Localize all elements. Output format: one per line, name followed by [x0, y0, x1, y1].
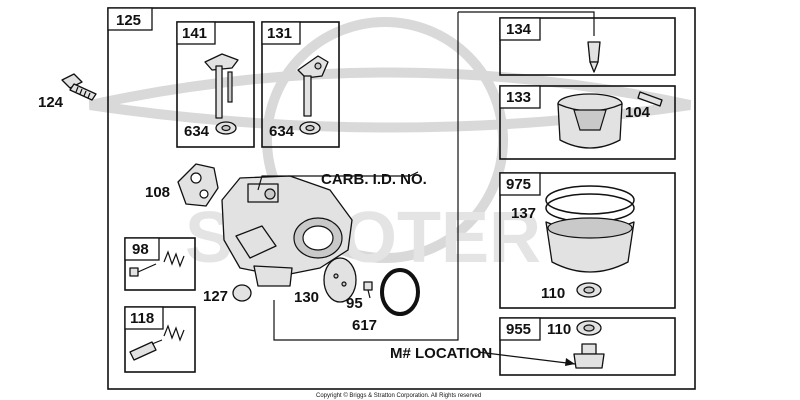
label-104: 104: [625, 104, 651, 121]
label-134: 134: [506, 21, 532, 38]
tag-131: [261, 21, 301, 45]
needle-leader-line: [458, 11, 595, 36]
label-617: 617: [352, 317, 377, 334]
throttle-shaft-141-part: [204, 53, 239, 119]
label-634-a: 634: [184, 123, 210, 140]
kit-box-133: [499, 85, 676, 160]
label-108: 108: [145, 184, 170, 201]
bowl-nut-955-part: [573, 343, 605, 369]
needle-valve-134-part: [587, 41, 601, 73]
label-131: 131: [267, 25, 292, 42]
gasket-108-part: [177, 163, 219, 207]
carb-id-leader-line: [257, 171, 419, 191]
label-110-a: 110: [541, 285, 565, 302]
washer-634-b-part: [299, 121, 321, 135]
float-133-part: [557, 93, 623, 149]
carb-id-callout: CARB. I.D. NO.: [321, 171, 427, 188]
label-130: 130: [294, 289, 319, 306]
label-975: 975: [506, 176, 531, 193]
tag-975: [499, 172, 541, 196]
tag-134: [499, 17, 541, 41]
tag-133: [499, 85, 541, 109]
screw-spring-118-part: [129, 324, 185, 361]
tag-141: [176, 21, 216, 45]
m-location-callout: M# LOCATION: [390, 345, 492, 362]
label-955: 955: [506, 321, 531, 338]
primer-disc-130-part: [323, 257, 357, 303]
watermark-wing: [88, 67, 692, 133]
float-bowl-137-part: [545, 185, 635, 273]
m-location-arrowhead: [565, 358, 575, 366]
tag-955: [499, 317, 541, 341]
label-118: 118: [130, 310, 154, 327]
washer-110-b-part: [576, 320, 602, 336]
choke-shaft-131-part: [297, 55, 329, 117]
o-ring-617-part: [380, 268, 420, 316]
label-141: 141: [182, 25, 207, 42]
label-125: 125: [116, 12, 141, 29]
assembly-frame-125: [107, 7, 696, 390]
label-110-b: 110: [547, 321, 571, 338]
section-divider-line: [273, 12, 459, 341]
pin-104-part: [637, 91, 663, 107]
watermark-ring: [262, 17, 508, 263]
kit-box-955: [499, 317, 676, 376]
label-95: 95: [346, 295, 363, 312]
kit-box-98: [124, 237, 196, 291]
copyright-text: Copyright © Briggs & Stratton Corporatio…: [316, 392, 481, 399]
label-137: 137: [511, 205, 536, 222]
label-133: 133: [506, 89, 531, 106]
plug-127-part: [232, 284, 252, 302]
carburetor-body-part: [221, 175, 353, 287]
tag-98: [124, 237, 160, 261]
label-127: 127: [203, 288, 228, 305]
bolt-124-part: [61, 73, 97, 101]
kit-box-134: [499, 17, 676, 76]
m-location-arrow: [477, 351, 576, 365]
label-124: 124: [38, 94, 64, 111]
label-98: 98: [132, 241, 149, 258]
screw-spring-98-part: [129, 250, 185, 277]
washer-634-a-part: [215, 121, 237, 135]
screw-95-part: [363, 281, 373, 299]
tag-125: [107, 7, 153, 31]
label-634-b: 634: [269, 123, 295, 140]
tag-118: [124, 306, 164, 330]
washer-110-a-part: [576, 282, 602, 298]
kit-box-975: [499, 172, 676, 309]
